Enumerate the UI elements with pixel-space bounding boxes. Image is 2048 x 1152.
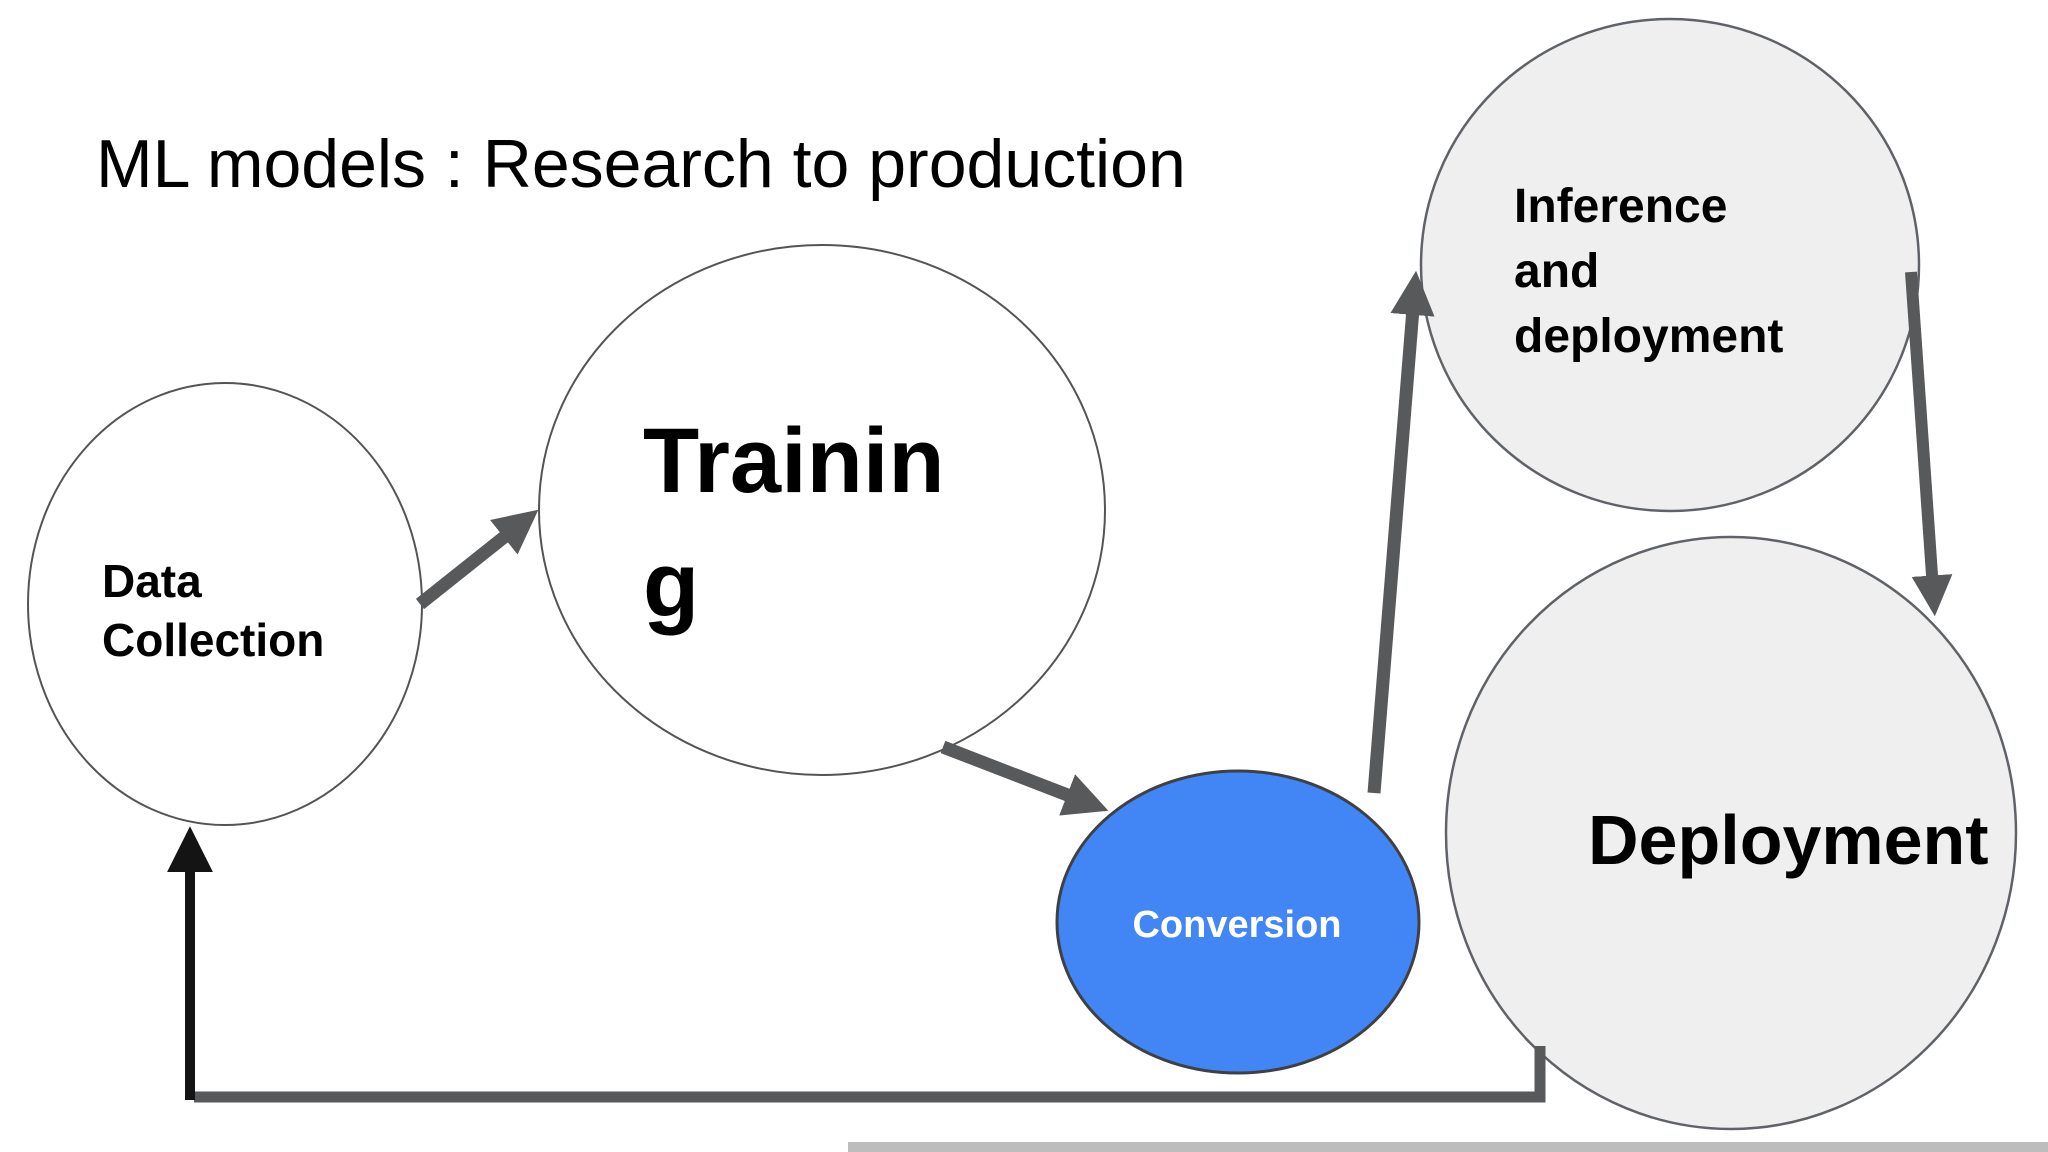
- node-conversion: [1055, 769, 1421, 1075]
- arrow-data-collection-to-training: [415, 509, 539, 610]
- arrow-conversion-to-inference: [1367, 270, 1435, 794]
- label-line: Data: [102, 555, 202, 607]
- label-line: deployment: [1514, 310, 1783, 363]
- label-inference-and-deployment: Inference and deployment: [1514, 180, 1783, 363]
- label-conversion: Conversion: [1132, 904, 1341, 946]
- label-training: Trainin g: [643, 410, 970, 636]
- label-line: g: [643, 534, 699, 636]
- label-line: Collection: [102, 614, 324, 666]
- arrow-inference-to-deployment: [1905, 271, 1953, 617]
- label-data-collection: Data Collection: [102, 555, 324, 666]
- page-title: ML models : Research to production: [96, 126, 1186, 202]
- node-inference-and-deployment: [1419, 17, 1921, 513]
- label-line: and: [1514, 245, 1599, 298]
- node-data-collection: [27, 382, 423, 826]
- feedback-loop-line: [194, 1046, 1546, 1103]
- node-training: [538, 244, 1106, 776]
- label-line: Inference: [1514, 180, 1727, 233]
- bottom-edge-strip: [848, 1142, 2048, 1152]
- node-deployment: [1444, 535, 2018, 1131]
- arrow-training-to-conversion: [940, 740, 1109, 816]
- label-line: Trainin: [643, 410, 945, 512]
- label-deployment: Deployment: [1588, 801, 1989, 879]
